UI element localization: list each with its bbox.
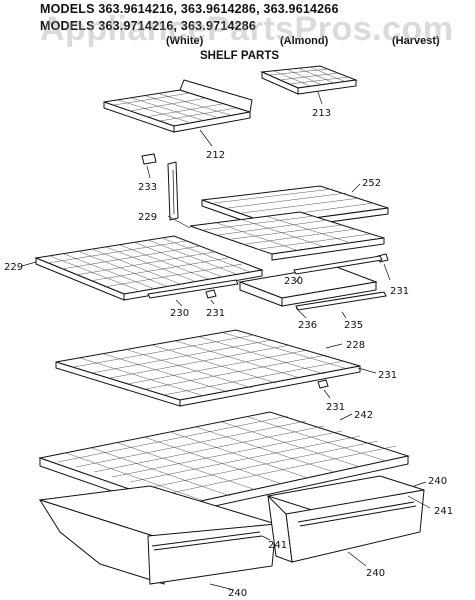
callout-233: 233 xyxy=(138,182,157,193)
models-line-2: MODELS 363.9714216, 363.9714286 xyxy=(40,19,257,33)
color-label-white: (White) xyxy=(166,35,204,47)
callout-229-b: 229 xyxy=(4,262,23,273)
callout-241-b: 241 xyxy=(434,506,453,517)
part-229-wire-shelf xyxy=(21,235,264,301)
callout-231-a: 231 xyxy=(206,308,225,319)
part-240-drawer-right xyxy=(267,475,427,567)
callout-241-a: 241 xyxy=(268,540,287,551)
part-230-rail-left xyxy=(147,279,239,307)
color-label-almond: (Almond) xyxy=(280,35,329,47)
part-235-front-rail xyxy=(295,291,387,319)
models-line-1: MODELS 363.9614216, 363.9614286, 363.961… xyxy=(40,2,339,16)
callout-212: 212 xyxy=(206,150,225,161)
part-229-sliding-shelf xyxy=(167,211,385,261)
color-label-harvest: (Harvest) xyxy=(392,35,440,47)
callout-231-d: 231 xyxy=(326,402,345,413)
callout-240-a: 240 xyxy=(428,476,447,487)
callout-242: 242 xyxy=(354,410,373,421)
part-213-shelf xyxy=(260,65,358,105)
upright-rail xyxy=(167,161,179,221)
callout-230-a: 230 xyxy=(284,276,303,287)
section-title: SHELF PARTS xyxy=(200,50,280,62)
callout-231-b: 231 xyxy=(390,286,409,297)
part-212-shelf-frame xyxy=(103,79,253,147)
part-228-glass-shelf xyxy=(55,329,377,407)
callout-236: 236 xyxy=(298,320,317,331)
callout-230-b: 230 xyxy=(170,308,189,319)
callout-240-c: 240 xyxy=(228,588,247,599)
callout-240-b: 240 xyxy=(366,568,385,579)
part-231-clip-a xyxy=(205,289,217,305)
part-231-clip-c xyxy=(317,379,331,399)
part-230-rail-right xyxy=(293,255,383,283)
callout-231-c: 231 xyxy=(378,370,397,381)
part-241-handle-left xyxy=(261,535,271,541)
callout-252: 252 xyxy=(362,178,381,189)
callout-229-a: 229 xyxy=(138,212,157,223)
part-236-cover-frame xyxy=(238,265,378,319)
callout-228: 228 xyxy=(346,340,365,351)
callout-213: 213 xyxy=(312,108,331,119)
callout-235: 235 xyxy=(344,320,363,331)
part-233-clip xyxy=(141,153,157,179)
part-241-handle-right xyxy=(407,495,431,509)
part-240-drawer-left xyxy=(38,485,277,591)
